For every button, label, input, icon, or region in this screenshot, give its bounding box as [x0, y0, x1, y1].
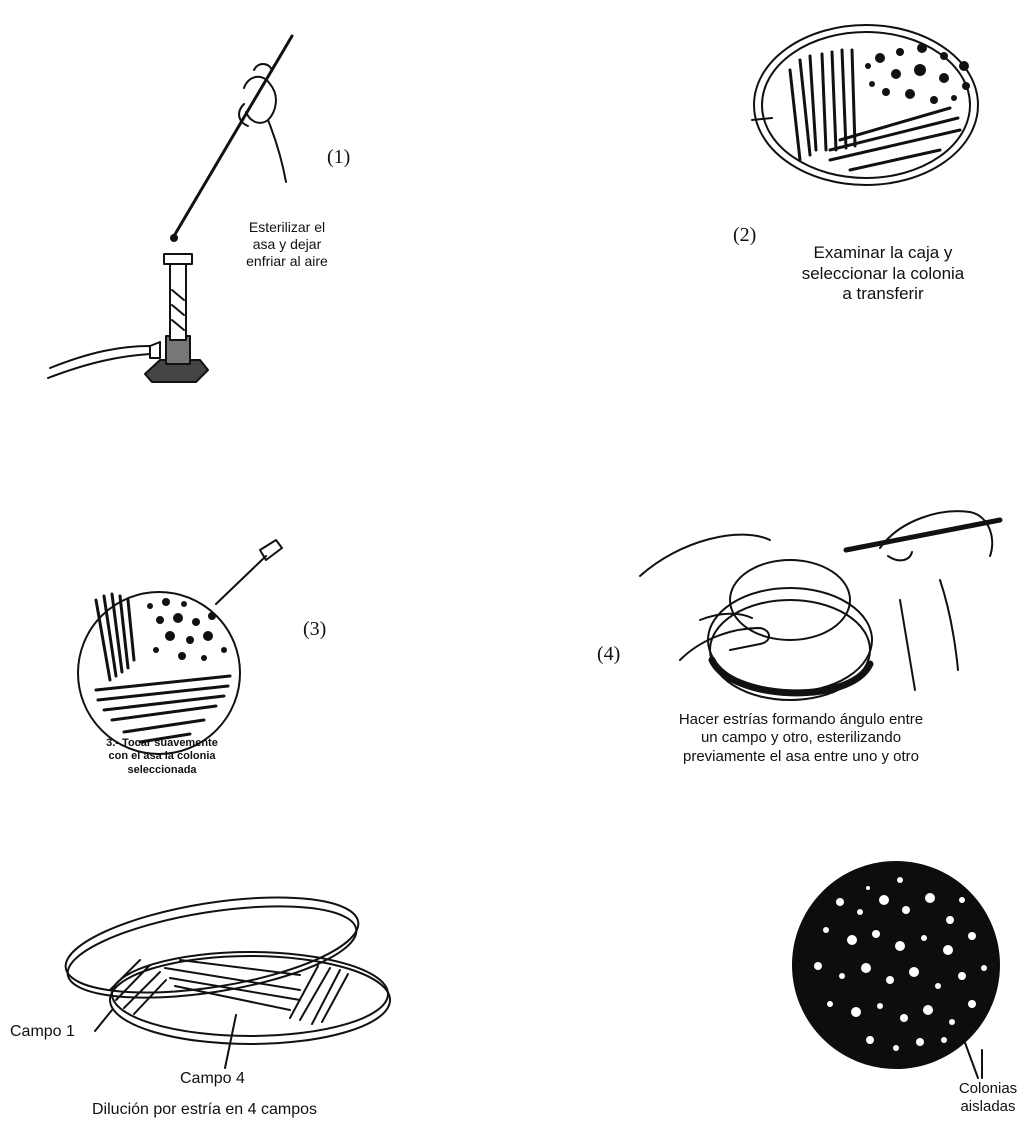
streak-plate-illustration [59, 880, 390, 1068]
bunsen-burner-illustration [48, 254, 208, 382]
caption-line: 3.- Tocar suavemente [92, 737, 232, 750]
caption-line: a transferir [770, 284, 996, 305]
caption-line: Esterilizar el [222, 219, 352, 236]
caption-line: enfriar al aire [222, 253, 352, 270]
step-1-number: (1) [327, 146, 350, 169]
step-2-number: (2) [733, 224, 756, 247]
caption-line: previamente el asa entre uno y otro [656, 748, 946, 766]
caption-line: Colonias [946, 1080, 1030, 1098]
isolated-colonies-label: Colonias aisladas [946, 1080, 1030, 1117]
caption-line: aisladas [946, 1098, 1030, 1116]
caption-line: un campo y otro, esterilizando [656, 729, 946, 747]
caption-line: Hacer estrías formando ángulo entre [656, 711, 946, 729]
field-4-label: Campo 4 [180, 1070, 245, 1088]
caption-line: con el asa la colonia [92, 750, 232, 763]
caption-line: seleccionar la colonia [770, 264, 996, 285]
streak-plate-caption: Dilución por estría en 4 campos [92, 1101, 317, 1119]
step-3-number: (3) [303, 618, 326, 641]
step-1-caption: Esterilizar el asa y dejar enfriar al ai… [222, 219, 352, 270]
caption-line: seleccionada [92, 764, 232, 777]
streaking-hands-illustration [640, 511, 1000, 700]
caption-line: Examinar la caja y [770, 243, 996, 264]
step-3-caption: 3.- Tocar suavemente con el asa la colon… [92, 737, 232, 777]
field-1-label: Campo 1 [10, 1023, 75, 1041]
caption-line: asa y dejar [222, 236, 352, 253]
inoculating-loop-illustration [171, 36, 292, 241]
petri-dish-touch-illustration [78, 540, 282, 754]
isolated-colonies-plate-illustration [793, 862, 999, 1078]
step-4-number: (4) [597, 643, 620, 666]
step-4-caption: Hacer estrías formando ángulo entre un c… [656, 711, 946, 766]
step-2-caption: Examinar la caja y seleccionar la coloni… [770, 243, 996, 305]
petri-dish-top-illustration [752, 25, 978, 185]
